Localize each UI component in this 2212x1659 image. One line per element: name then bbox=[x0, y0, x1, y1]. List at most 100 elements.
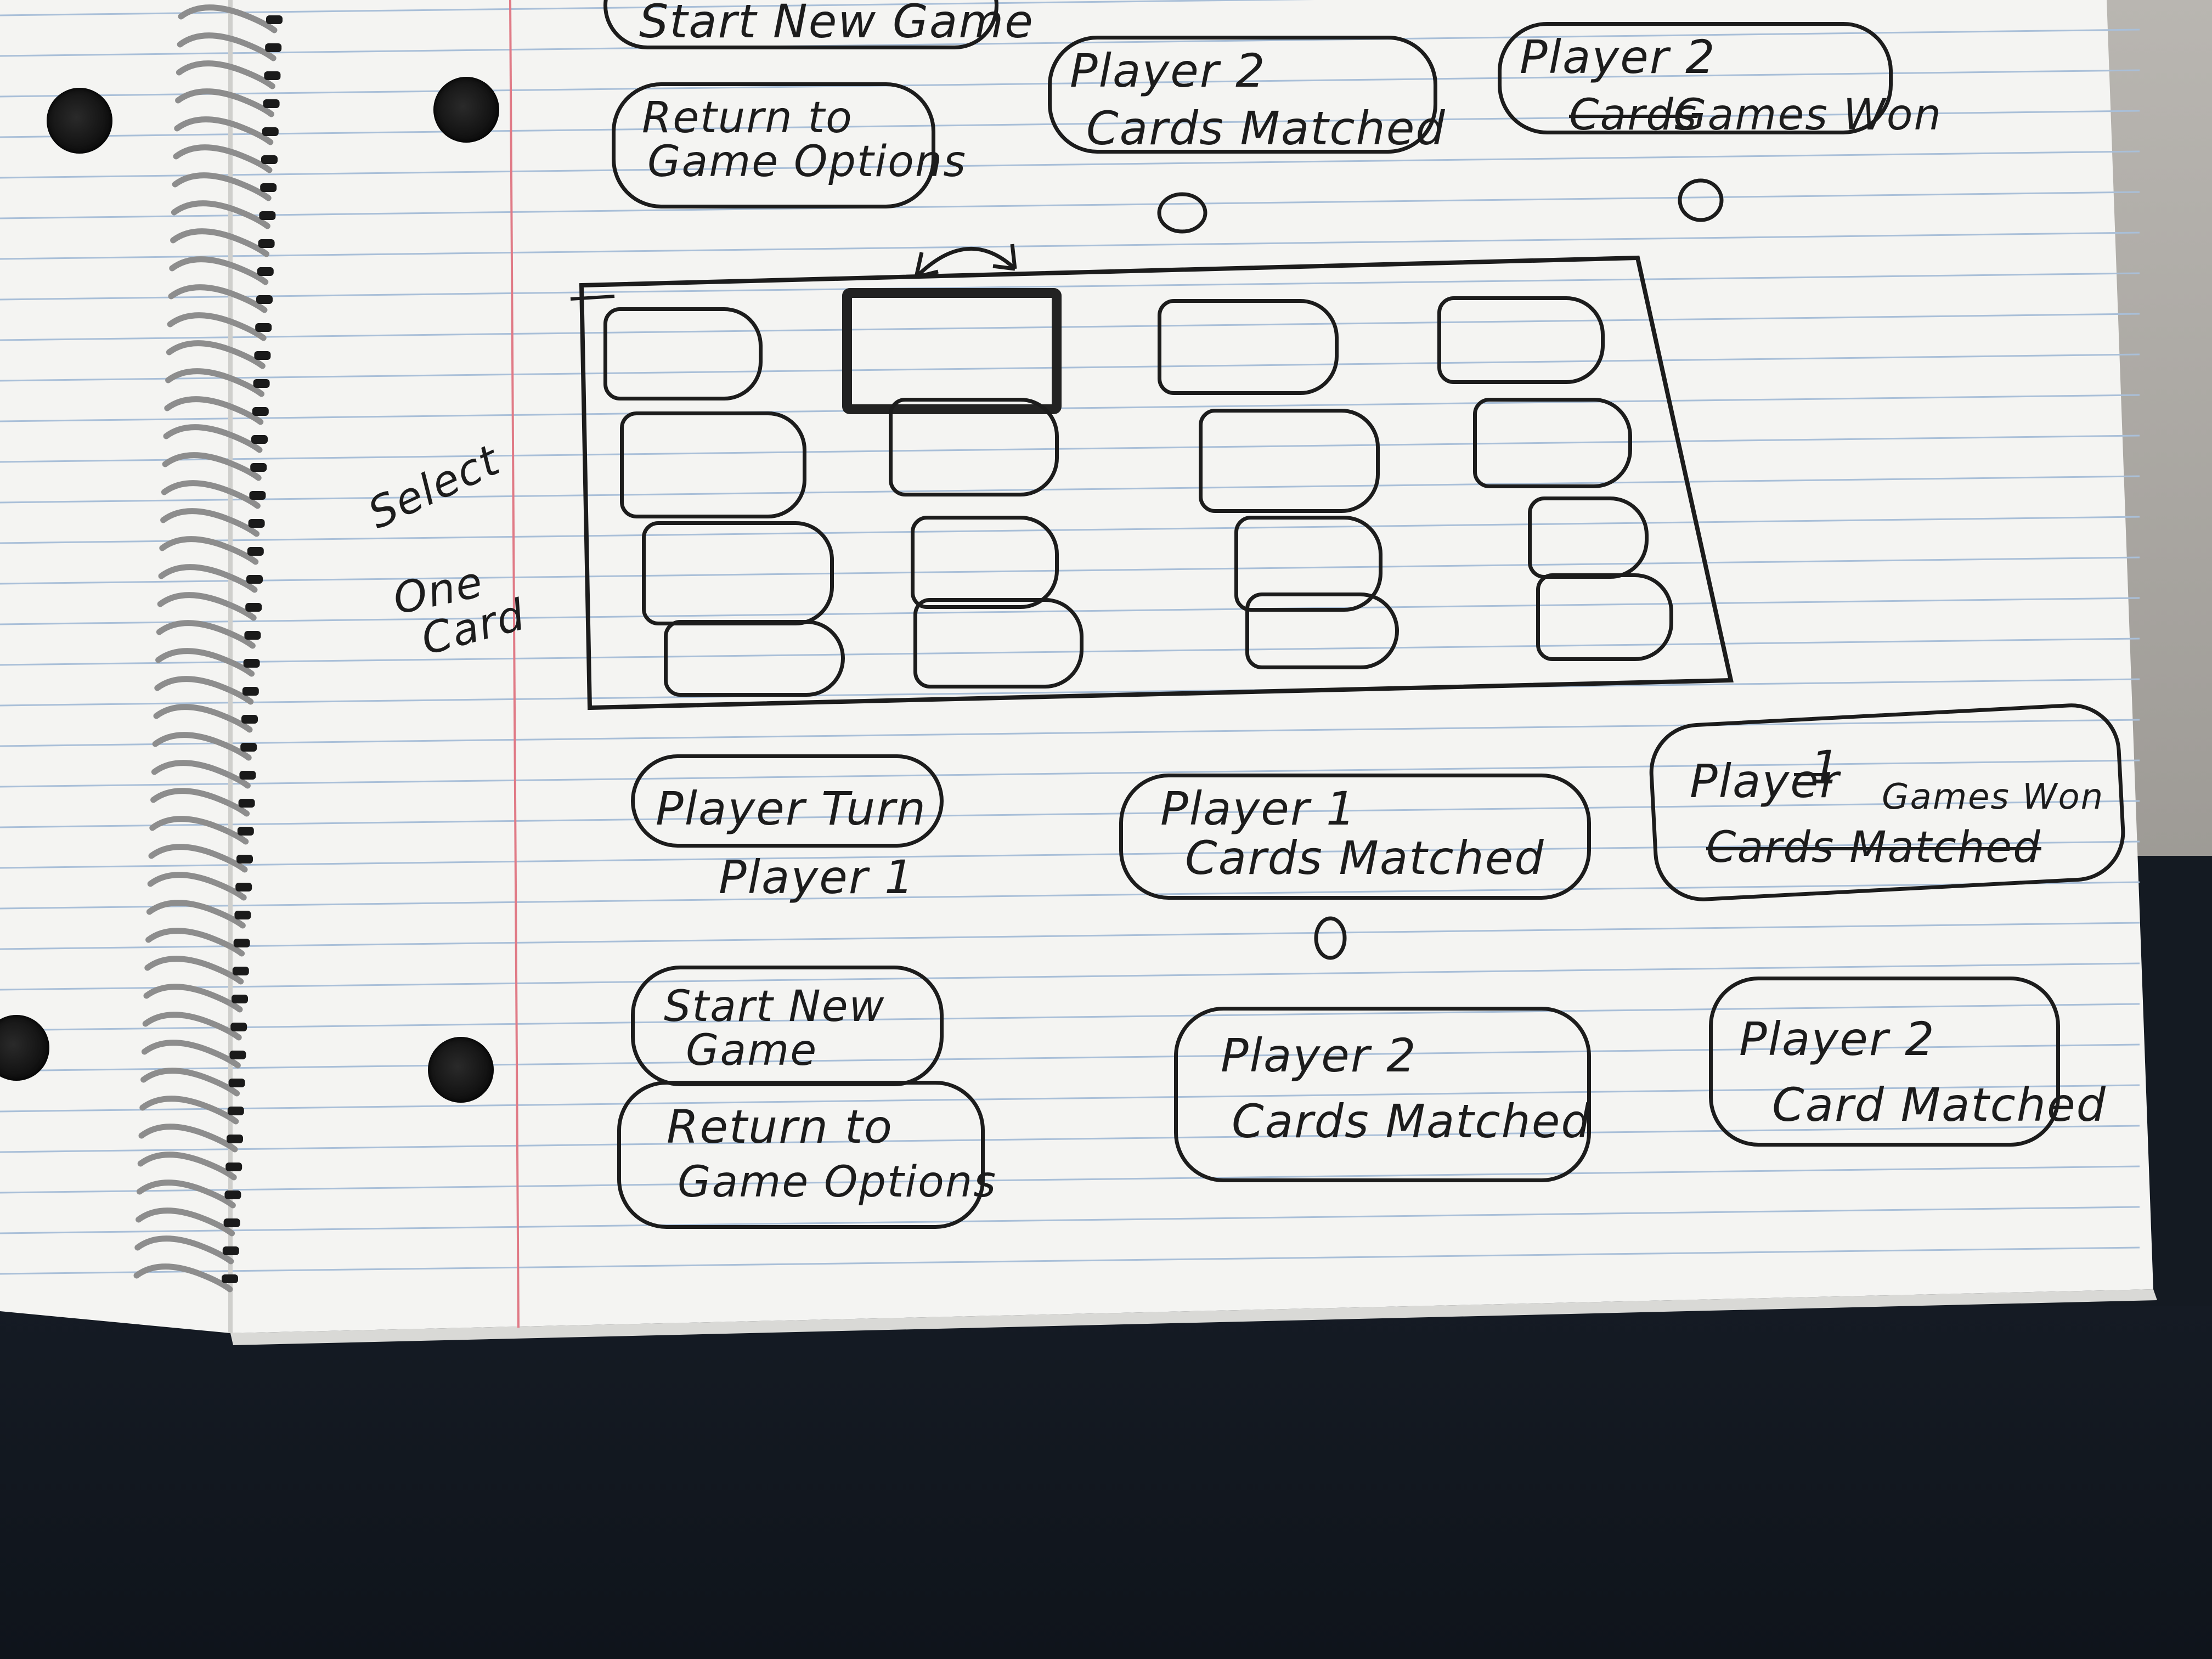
spiral-coil bbox=[162, 452, 262, 481]
p1-games-won-label: Games Won bbox=[1882, 777, 2104, 817]
spiral-hole bbox=[265, 43, 282, 52]
spiral-hole bbox=[250, 463, 267, 472]
spiral-hole bbox=[222, 1274, 238, 1283]
card-r2c1[interactable] bbox=[620, 411, 806, 518]
spiral-hole bbox=[258, 239, 275, 248]
spiral-coil bbox=[155, 648, 255, 677]
card-r2c2[interactable] bbox=[889, 398, 1059, 496]
struck-cards-label: Cards bbox=[1569, 91, 1698, 140]
p1-games-won-number: 1 bbox=[1810, 741, 1841, 794]
card-r3c2[interactable] bbox=[911, 516, 1059, 609]
card-r1c1[interactable] bbox=[603, 307, 763, 400]
spiral-hole bbox=[257, 267, 274, 276]
p2-cards-matched-label: Cards Matched bbox=[1232, 1094, 1592, 1148]
spiral-hole bbox=[251, 435, 268, 444]
card-r3c4[interactable] bbox=[1528, 496, 1649, 579]
spiral-coil bbox=[139, 1096, 239, 1125]
return-to-game-options-button-top[interactable] bbox=[612, 82, 935, 208]
rule-line bbox=[0, 881, 2140, 910]
return-to-label-top: Return to bbox=[642, 93, 853, 143]
card-r4c2[interactable] bbox=[913, 598, 1084, 689]
spiral-hole bbox=[261, 155, 278, 164]
spiral-hole bbox=[224, 1190, 241, 1199]
start-new-game-label-top: Start New Game bbox=[639, 0, 1034, 48]
spiral-hole bbox=[235, 883, 252, 891]
spiral-hole bbox=[254, 351, 271, 360]
spiral-coil bbox=[178, 4, 278, 33]
spiral-hole bbox=[260, 183, 277, 192]
p2-cards-matched-panel-top bbox=[1048, 36, 1437, 154]
rule-line bbox=[0, 150, 2140, 179]
rule-line bbox=[0, 394, 2140, 422]
spiral-hole bbox=[259, 211, 276, 220]
rule-line bbox=[0, 556, 2140, 585]
rule-line bbox=[0, 840, 2140, 869]
cards-matched-label-top: Cards Matched bbox=[1086, 101, 1446, 155]
spiral-hole bbox=[230, 1023, 247, 1031]
flip-arrows-icon bbox=[914, 244, 1017, 279]
spiral-hole bbox=[237, 827, 254, 836]
card-r2c3[interactable] bbox=[1199, 409, 1380, 513]
rule-line bbox=[0, 475, 2140, 504]
game-options-label-top: Game Options bbox=[647, 137, 967, 187]
spiral-hole bbox=[233, 939, 250, 947]
margin-line bbox=[509, 0, 520, 1328]
spiral-hole bbox=[229, 1051, 246, 1059]
p1-cards-matched-panel bbox=[1119, 774, 1591, 900]
spiral-coil bbox=[146, 900, 246, 929]
spiral-hole bbox=[236, 855, 253, 864]
spiral-hole bbox=[247, 547, 264, 556]
card-r4c3[interactable] bbox=[1245, 592, 1399, 669]
spiral-coil bbox=[169, 256, 269, 285]
spiral-hole bbox=[242, 687, 259, 696]
spiral-hole bbox=[248, 519, 265, 528]
spiral-coil bbox=[147, 872, 247, 901]
spiral-coil bbox=[158, 564, 258, 593]
spiral-hole bbox=[240, 743, 257, 752]
rule-line bbox=[0, 962, 2140, 991]
spiral-coil bbox=[144, 956, 244, 985]
rule-line bbox=[0, 759, 2140, 788]
spiral-coil bbox=[166, 340, 266, 369]
rule-line bbox=[0, 1246, 2140, 1275]
p2-label-top: Player 2 bbox=[1070, 44, 1266, 98]
spiral-hole bbox=[232, 995, 248, 1003]
spiral-coil bbox=[160, 508, 260, 537]
card-r2c4[interactable] bbox=[1473, 398, 1632, 488]
card-r3c3[interactable] bbox=[1234, 516, 1383, 612]
card-r3c1[interactable] bbox=[642, 521, 834, 625]
spiral-coil bbox=[140, 1068, 240, 1097]
spiral-coil bbox=[157, 592, 257, 621]
return-to-game-options-button[interactable] bbox=[617, 1081, 985, 1229]
spiral-hole bbox=[246, 575, 263, 584]
player-turn-label: Player Turn bbox=[656, 782, 927, 836]
card-r1c4[interactable] bbox=[1437, 296, 1605, 384]
card-r1c2-selected[interactable] bbox=[842, 288, 1062, 414]
punch-hole bbox=[428, 1037, 494, 1103]
card-r4c1[interactable] bbox=[664, 620, 845, 697]
spiral-hole bbox=[232, 967, 249, 975]
spiral-coil bbox=[136, 1207, 235, 1237]
card-r1c3[interactable] bbox=[1158, 299, 1339, 395]
game-label: Game bbox=[686, 1026, 818, 1075]
p1-games-won-player-label: Player bbox=[1690, 754, 1840, 808]
spiral-hole bbox=[241, 715, 258, 724]
spiral-coil bbox=[153, 704, 253, 733]
p1-cards-matched-zero bbox=[1314, 916, 1347, 960]
rule-line bbox=[0, 0, 1315, 16]
game-options-label: Game Options bbox=[678, 1158, 997, 1207]
p1-cards-matched-label: Cards Matched bbox=[1185, 831, 1545, 885]
spiral-coil bbox=[156, 620, 256, 649]
spiral-coil bbox=[137, 1152, 237, 1181]
spiral-hole bbox=[234, 911, 251, 919]
p2-cards-matched-zero bbox=[1157, 192, 1207, 234]
spiral-coil bbox=[159, 536, 259, 565]
card-r4c4[interactable] bbox=[1536, 573, 1673, 661]
p2-label: Player 2 bbox=[1221, 1029, 1417, 1082]
spiral-coil bbox=[151, 760, 251, 789]
p2-games-won-panel-top bbox=[1498, 22, 1893, 134]
spiral-hole bbox=[239, 771, 256, 780]
spiral-coil bbox=[165, 368, 265, 397]
games-won-label-top: Games Won bbox=[1673, 91, 1942, 140]
